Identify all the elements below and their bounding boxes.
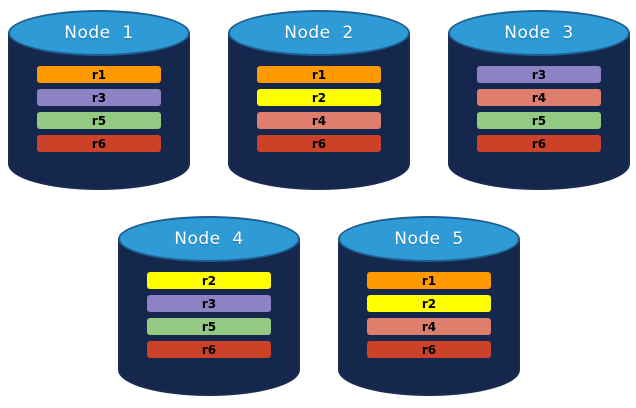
replica-label: r1 [311, 67, 327, 82]
replica-label: r5 [201, 319, 217, 334]
cylinder-body [448, 32, 630, 190]
replica-label: r6 [421, 342, 437, 357]
replica-bar: r5 [37, 112, 161, 129]
replica-label: r2 [421, 296, 437, 311]
node-title: Node 5 [394, 229, 464, 249]
replica-list: r1 r3 r5 r6 [37, 66, 161, 152]
replica-label: r6 [201, 342, 217, 357]
database-node-cylinder: Node 2 r1 r2 r4 r6 [228, 10, 410, 190]
replica-bar: r2 [367, 295, 491, 312]
replica-label: r1 [421, 273, 437, 288]
replica-bar: r5 [477, 112, 601, 129]
replica-bar: r6 [147, 341, 271, 358]
database-node-cylinder: Node 3 r3 r4 r5 r6 [448, 10, 630, 190]
replica-list: r2 r3 r5 r6 [147, 272, 271, 358]
replica-bar: r3 [147, 295, 271, 312]
replica-bar: r6 [37, 135, 161, 152]
cylinder-body [118, 238, 300, 396]
replica-list: r3 r4 r5 r6 [477, 66, 601, 152]
cylinder-top-ellipse: Node 4 [118, 216, 300, 262]
replica-label: r3 [201, 296, 217, 311]
cylinder-top-ellipse: Node 1 [8, 10, 190, 56]
replica-bar: r4 [477, 89, 601, 106]
replica-bar: r1 [257, 66, 381, 83]
database-node-cylinder: Node 1 r1 r3 r5 r6 [8, 10, 190, 190]
database-node-cylinder: Node 5 r1 r2 r4 r6 [338, 216, 520, 396]
replica-bar: r6 [367, 341, 491, 358]
replica-label: r6 [311, 136, 327, 151]
cylinder-top-ellipse: Node 5 [338, 216, 520, 262]
cylinder-top-ellipse: Node 2 [228, 10, 410, 56]
replica-label: r6 [91, 136, 107, 151]
replica-bar: r2 [257, 89, 381, 106]
node-title: Node 2 [284, 23, 354, 43]
node-title: Node 1 [64, 23, 134, 43]
node-title: Node 3 [504, 23, 574, 43]
replica-bar: r5 [147, 318, 271, 335]
replica-label: r3 [91, 90, 107, 105]
node-title: Node 4 [174, 229, 244, 249]
replica-label: r3 [531, 67, 547, 82]
replica-label: r6 [531, 136, 547, 151]
replica-label: r4 [531, 90, 547, 105]
replica-bar: r6 [477, 135, 601, 152]
replica-label: r5 [531, 113, 547, 128]
replica-bar: r6 [257, 135, 381, 152]
replica-bar: r4 [367, 318, 491, 335]
replica-label: r1 [91, 67, 107, 82]
replica-list: r1 r2 r4 r6 [367, 272, 491, 358]
replica-label: r2 [201, 273, 217, 288]
replica-bar: r4 [257, 112, 381, 129]
cylinder-body [228, 32, 410, 190]
replica-bar: r3 [37, 89, 161, 106]
replica-bar: r3 [477, 66, 601, 83]
replica-label: r4 [311, 113, 327, 128]
replica-label: r2 [311, 90, 327, 105]
replica-list: r1 r2 r4 r6 [257, 66, 381, 152]
replica-label: r5 [91, 113, 107, 128]
cylinder-body [338, 238, 520, 396]
replica-bar: r2 [147, 272, 271, 289]
database-node-cylinder: Node 4 r2 r3 r5 r6 [118, 216, 300, 396]
replica-bar: r1 [367, 272, 491, 289]
cylinder-top-ellipse: Node 3 [448, 10, 630, 56]
replica-label: r4 [421, 319, 437, 334]
replica-bar: r1 [37, 66, 161, 83]
